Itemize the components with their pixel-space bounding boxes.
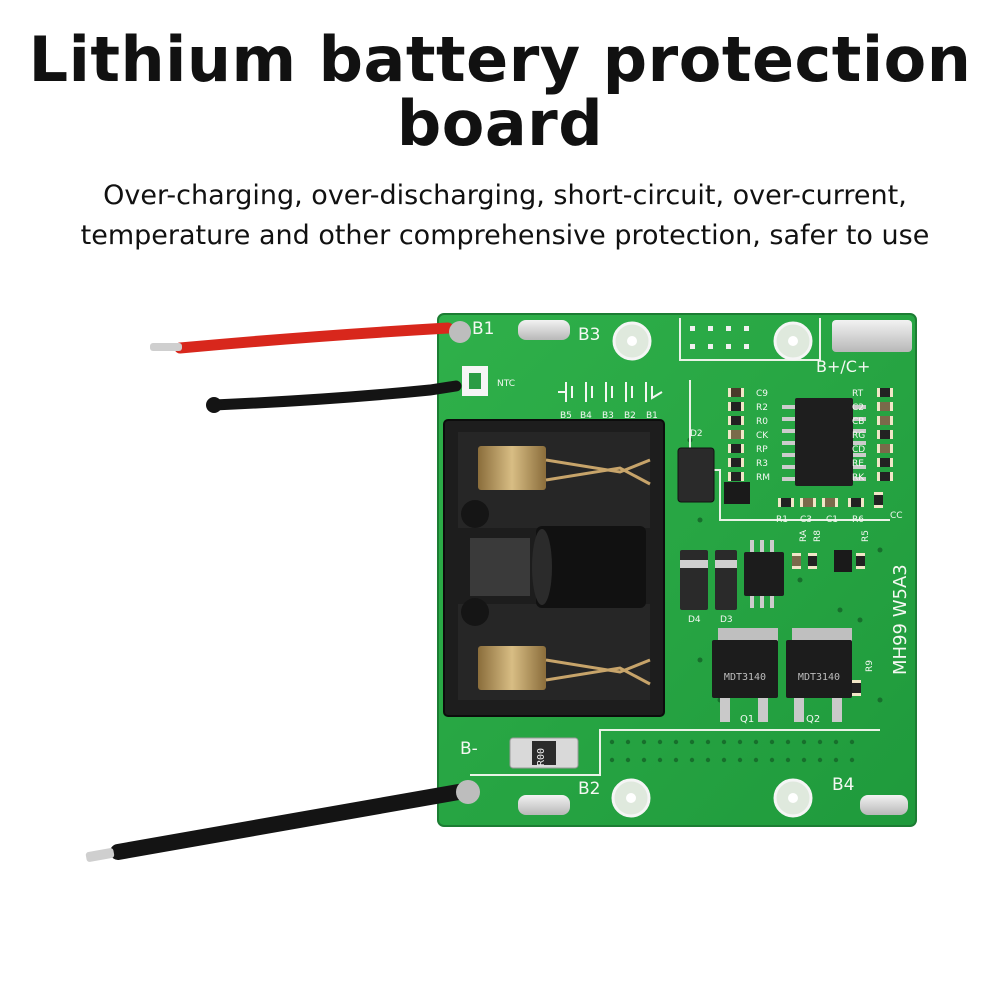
cell-symbol [558,382,663,402]
label-q1: Q1 [740,714,754,725]
page-title: Lithium battery protection board [28,23,972,160]
label-cell-b3: B3 [602,411,614,421]
header-pins [690,326,749,349]
pcb-vias [467,427,883,703]
label-cell-b5: B5 [560,411,572,421]
label-c9: C9 [756,389,768,399]
wires [85,321,480,862]
black-wire-bottom [110,782,478,860]
label-b1: B1 [472,319,494,339]
label-q2: Q2 [806,714,820,725]
label-c2: C2 [852,403,864,413]
label-b2: B2 [578,779,600,799]
label-cell-b4: B4 [580,411,592,421]
label-rm: RM [756,473,770,483]
label-cell-b2: B2 [624,411,636,421]
label-r6: R6 [852,515,864,525]
label-ck: CK [756,431,769,441]
label-rp: RP [756,445,768,455]
smd-bottom-row [778,492,883,696]
page-subtitle: Over-charging, over-discharging, short-c… [80,180,930,251]
label-b4: B4 [832,775,854,795]
label-d3: D3 [720,615,733,625]
black-wire-top [208,380,462,411]
label-cd: CD [852,445,865,455]
smd-right-column [877,388,893,481]
label-c3: C3 [800,515,812,525]
label-r5: R5 [861,530,871,542]
label-b-plus-c-plus: B+/C+ [816,357,870,376]
label-cb: CB [852,417,864,427]
label-r1: R1 [776,515,788,525]
battery-connector [443,419,665,717]
label-r3: R3 [756,459,768,469]
label-rk: RK [852,473,865,483]
label-r0: R0 [756,417,768,427]
label-d4: D4 [688,615,701,625]
pcb-photo: R00 [0,300,1000,1000]
label-cc: CC [890,511,903,521]
diodes [677,447,852,610]
mosfet-q2-label: MDT3140 [798,672,840,683]
pcb-via-rows [609,739,855,763]
shunt-label: R00 [536,748,547,766]
label-r8: R8 [813,530,823,542]
label-rt: RT [852,389,864,399]
label-d2: D2 [690,429,703,439]
label-r9: R9 [865,660,875,672]
mosfet-q1: MDT3140 [712,628,778,722]
label-cell-b1: B1 [646,411,658,421]
protection-ic [782,398,866,486]
label-re: RE [852,459,864,469]
label-c1: C1 [826,515,838,525]
mosfet-q2: MDT3140 [786,628,852,722]
mounting-holes [611,321,813,818]
solder-pads [462,320,912,815]
label-b-minus: B- [460,739,478,759]
smd-left-column [728,388,744,481]
label-r2: R2 [756,403,768,413]
label-rg: RG [852,431,865,441]
driver-ic [744,540,784,608]
label-ntc: NTC [497,379,515,389]
mosfet-q1-label: MDT3140 [724,672,766,683]
label-b3: B3 [578,325,600,345]
model-marking: MH99 W5A3 [890,564,911,675]
label-ra: RA [799,529,809,542]
pcb-illustration: R00 [85,313,917,862]
red-wire [174,322,454,354]
